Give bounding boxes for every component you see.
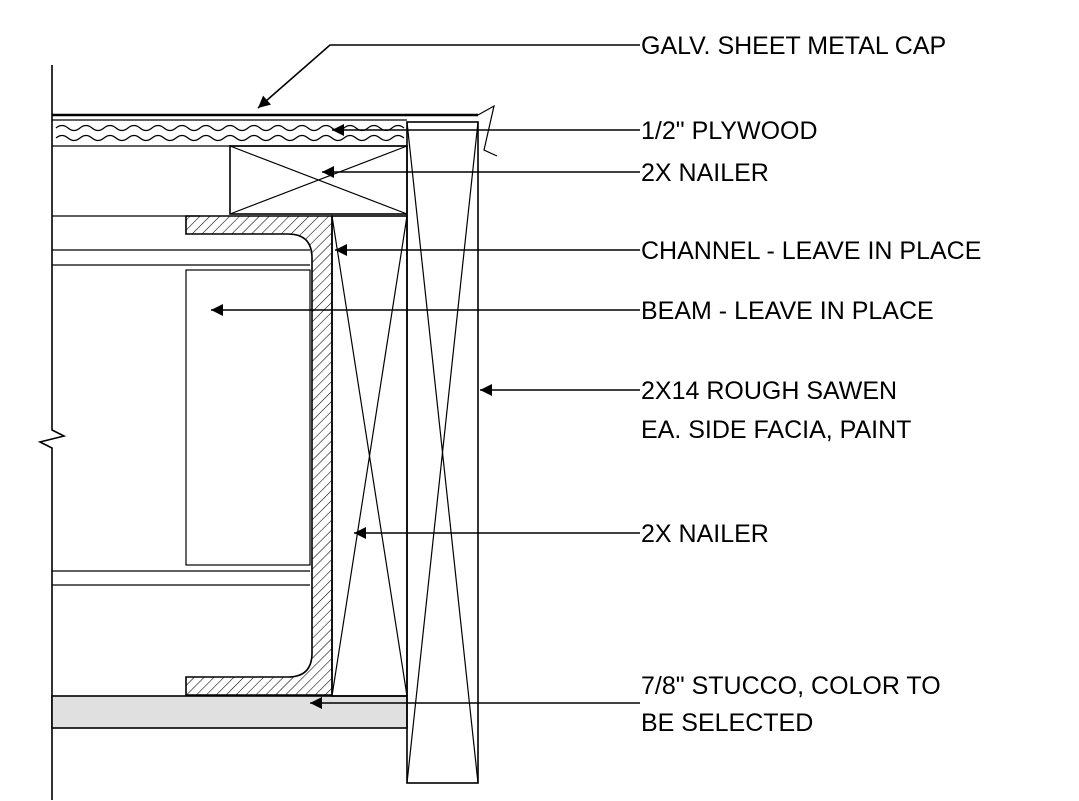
steel-channel: [185, 215, 333, 696]
label-plywood: 1/2" PLYWOOD: [641, 117, 818, 145]
top-nailer-block: [229, 145, 408, 215]
label-facia-line2: EA. SIDE FACIA, PAINT: [641, 416, 911, 444]
label-nailer-side: 2X NAILER: [641, 520, 769, 548]
label-cap: GALV. SHEET METAL CAP: [641, 32, 946, 60]
label-nailer-top: 2X NAILER: [641, 159, 769, 187]
leader-cap: [257, 44, 640, 109]
label-channel: CHANNEL - LEAVE IN PLACE: [641, 237, 981, 265]
label-stucco-line2: BE SELECTED: [641, 709, 813, 737]
sheet-metal-cap: [52, 104, 498, 157]
label-facia-line1: 2X14 ROUGH SAWEN: [641, 377, 897, 405]
steel-beam: [52, 215, 311, 586]
plywood-layer: [52, 119, 407, 147]
label-beam: BEAM - LEAVE IN PLACE: [641, 297, 934, 325]
side-nailer-board: [331, 215, 408, 697]
wall-break-line: [37, 65, 67, 800]
label-stucco-line1: 7/8" STUCCO, COLOR TO: [641, 672, 941, 700]
facia-board: [406, 121, 479, 784]
stucco-band: [51, 695, 408, 729]
